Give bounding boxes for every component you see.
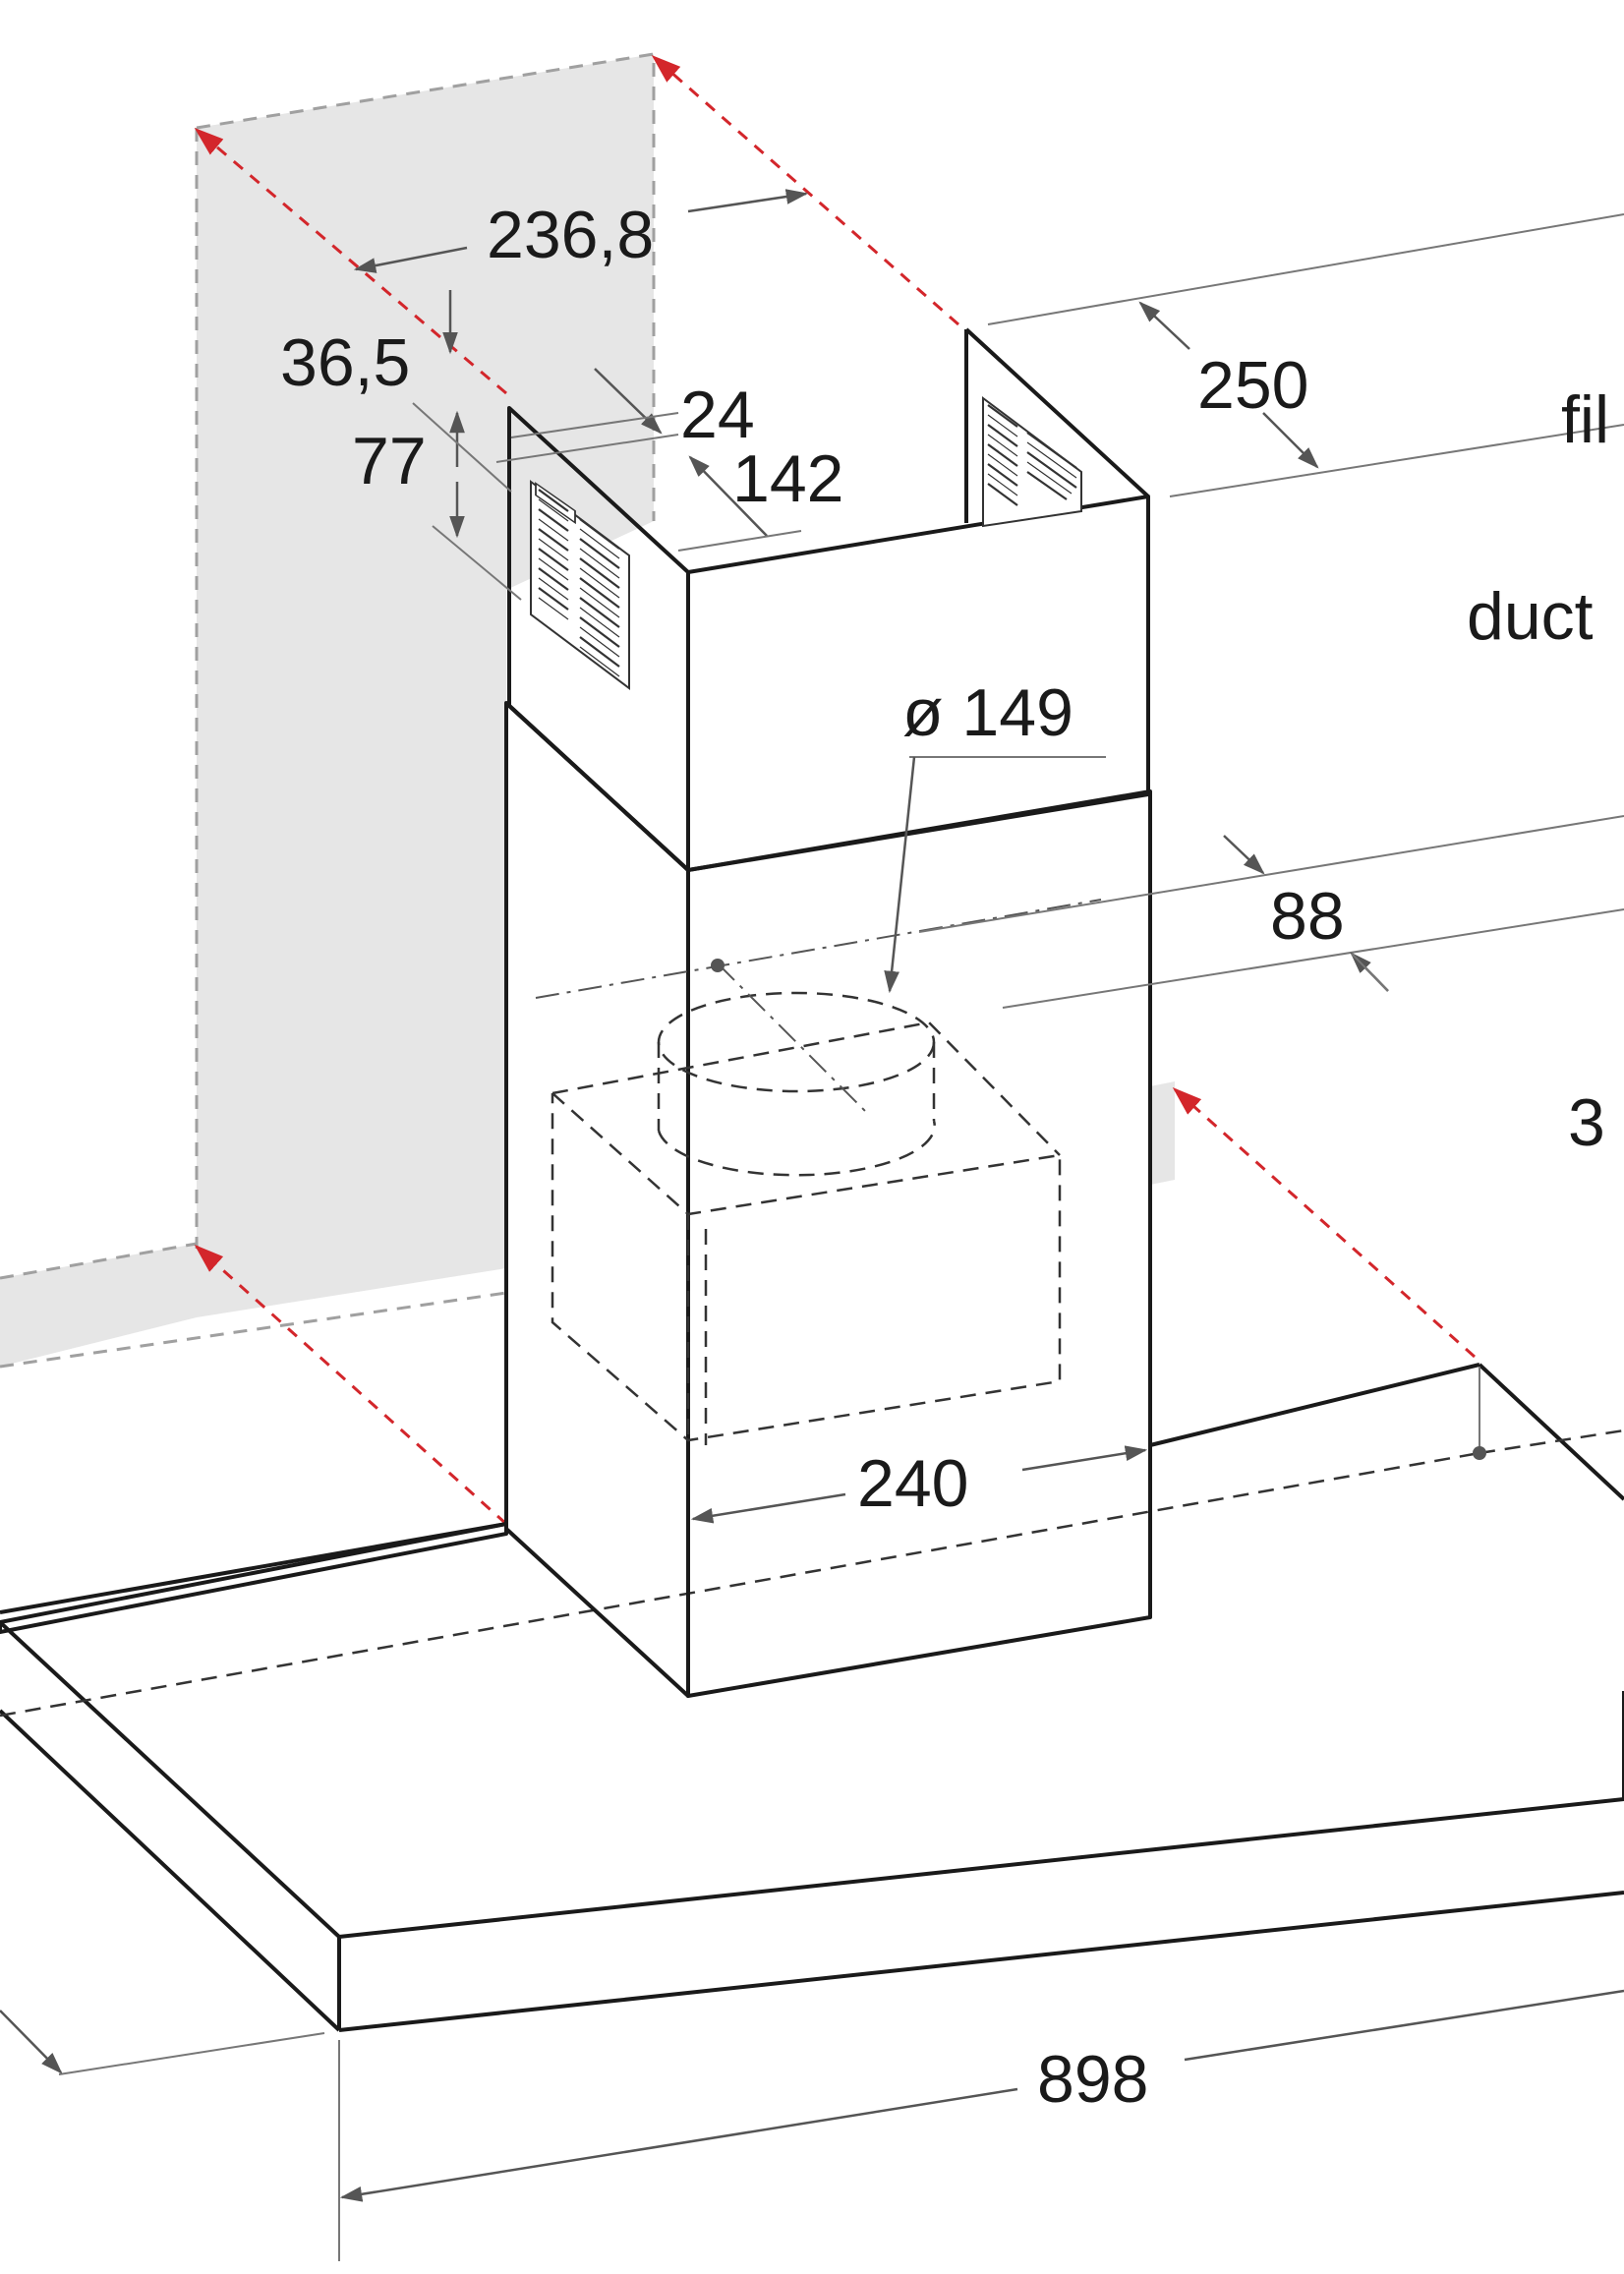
label-outlet-offset: 88 <box>1270 879 1345 954</box>
vent-grille-left <box>530 480 630 690</box>
label-chimney-depth: 250 <box>1197 348 1308 423</box>
dimension-lines <box>0 189 1624 2261</box>
label-top-offset: 36,5 <box>280 325 410 400</box>
label-chimney-width: 236,8 <box>487 198 654 272</box>
wall-shading <box>0 52 1175 1369</box>
motor-housing-hidden <box>535 899 1102 1445</box>
label-outlet-diameter: ø 149 <box>902 675 1073 750</box>
side-labels: fil duct 3 <box>1467 382 1609 1160</box>
hood-body <box>504 701 1152 1698</box>
label-vent-gap: 24 <box>680 378 755 452</box>
vent-grille-right <box>982 396 1082 528</box>
label-ducted-mode: duct <box>1467 579 1594 654</box>
dimension-labels: 236,8 36,5 24 77 142 250 ø 149 88 240 89… <box>280 198 1345 2117</box>
label-filter-mode: fil <box>1561 382 1609 457</box>
label-hood-width: 898 <box>1037 2042 1148 2117</box>
label-vent-width: 142 <box>732 441 843 516</box>
label-body-width: 240 <box>857 1446 968 1521</box>
label-vent-height: 77 <box>352 424 427 498</box>
hood-canopy <box>0 1363 1624 2032</box>
label-partial-value: 3 <box>1568 1085 1605 1160</box>
